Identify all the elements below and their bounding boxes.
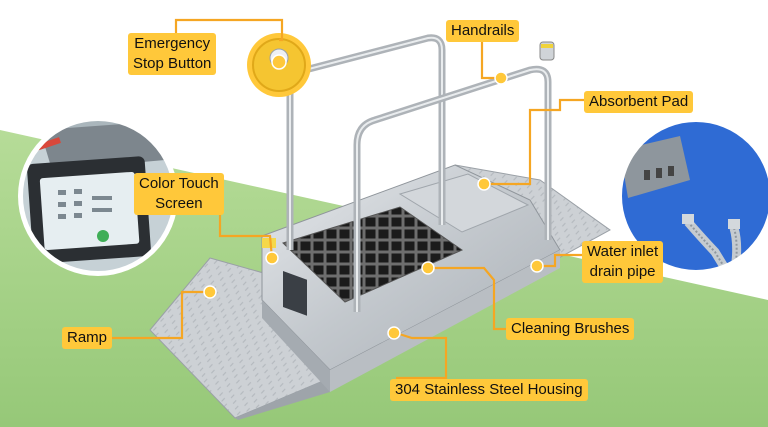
ramp-label: Ramp [62, 327, 113, 349]
housing-label: 304 Stainless Steel Housing [390, 379, 588, 401]
absorbent-pad-label: Absorbent Pad [584, 91, 694, 113]
emergency-stop-label: Emergency Stop Button [128, 33, 217, 75]
callout-dots [203, 54, 544, 340]
handrails-label: Handrails [446, 20, 520, 42]
touch-screen-label: Color Touch Screen [134, 173, 224, 215]
brush-grid [282, 206, 464, 303]
touch-screen-inset [18, 116, 178, 276]
cleaning-brushes-label: Cleaning Brushes [506, 318, 635, 340]
cleaning-machine [149, 34, 611, 420]
water-inlet-label: Water inlet drain pipe [582, 241, 664, 283]
